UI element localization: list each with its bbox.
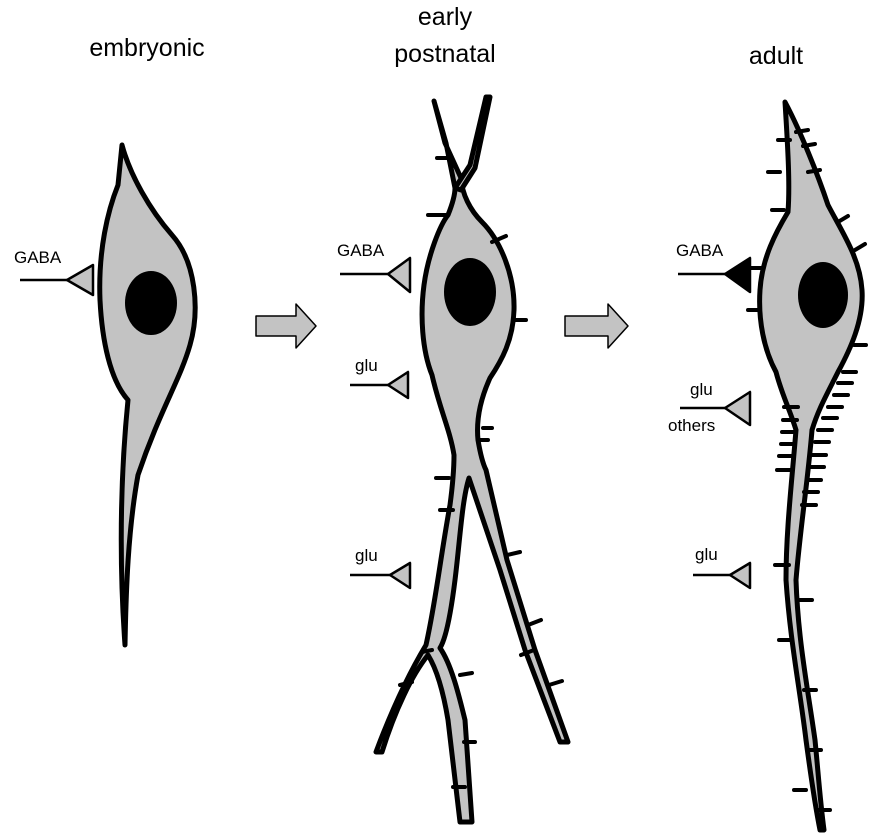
cell-body-embryonic bbox=[100, 145, 195, 645]
stage-title-early: early bbox=[418, 3, 473, 31]
stage-title-postnatal: postnatal bbox=[394, 40, 495, 68]
synapse-adult-glu-others: glu others bbox=[668, 380, 750, 435]
synapse-label: glu bbox=[695, 545, 718, 564]
synapse-early-gaba: GABA bbox=[337, 241, 410, 292]
dendrite-tip-early-postnatal bbox=[455, 97, 490, 190]
neuron-embryonic bbox=[100, 145, 195, 645]
synapse-label: GABA bbox=[676, 241, 724, 260]
nucleus-early-postnatal bbox=[444, 258, 496, 326]
synapse-label: others bbox=[668, 416, 715, 435]
nucleus-adult bbox=[798, 262, 848, 328]
synapse-label: glu bbox=[355, 546, 378, 565]
nucleus-embryonic bbox=[125, 271, 177, 335]
transition-arrow-2 bbox=[565, 304, 628, 348]
neuron-adult bbox=[748, 102, 866, 830]
synapse-label: glu bbox=[690, 380, 713, 399]
synapse-early-glu-2: glu bbox=[350, 546, 410, 588]
synapse-early-glu-1: glu bbox=[350, 356, 408, 398]
neuron-early-postnatal bbox=[376, 97, 568, 822]
synapse-embryonic-gaba: GABA bbox=[14, 248, 93, 295]
synapse-label: GABA bbox=[14, 248, 62, 267]
stage-title-embryonic: embryonic bbox=[89, 34, 204, 62]
synapse-adult-glu: glu bbox=[693, 545, 750, 588]
transition-arrow-1 bbox=[256, 304, 316, 348]
cell-body-early-postnatal bbox=[376, 101, 568, 822]
stage-title-adult: adult bbox=[749, 42, 803, 70]
synapse-adult-gaba: GABA bbox=[676, 241, 750, 292]
synapse-label: GABA bbox=[337, 241, 385, 260]
synapse-label: glu bbox=[355, 356, 378, 375]
